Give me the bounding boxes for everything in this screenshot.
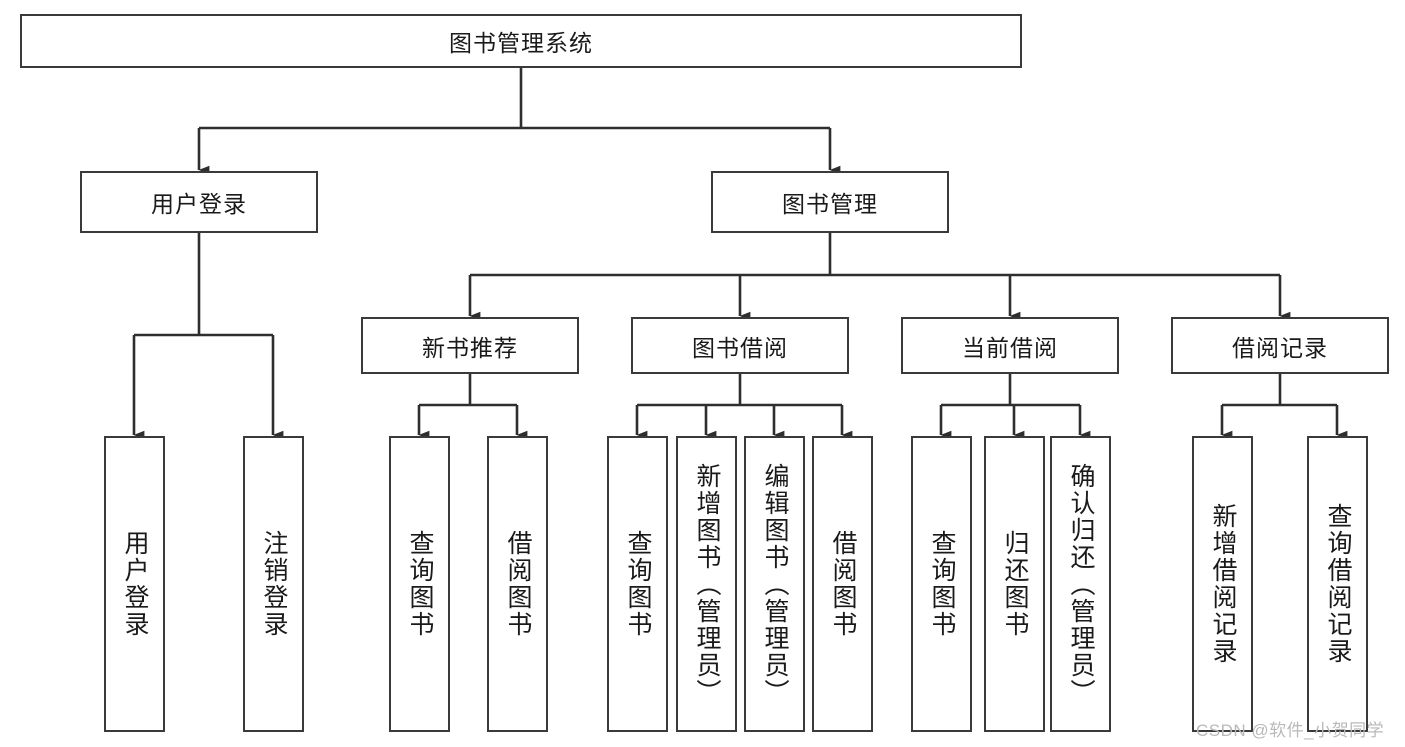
node-label: 新增借阅记录: [1209, 503, 1237, 665]
node-n-borrow[interactable]: 借阅图书: [487, 436, 548, 732]
node-b-edit[interactable]: 编辑图书（管理员）: [744, 436, 805, 732]
node-newbook[interactable]: 新书推荐: [361, 317, 579, 374]
node-c-return[interactable]: 归还图书: [984, 436, 1045, 732]
node-label: 注销登录: [260, 530, 288, 638]
node-label: 借阅图书: [504, 530, 532, 638]
node-label: 新增图书（管理员）: [693, 462, 721, 706]
node-records[interactable]: 借阅记录: [1171, 317, 1389, 374]
node-label: 新书推荐: [422, 334, 518, 361]
node-root[interactable]: 图书管理系统: [20, 14, 1022, 68]
node-label: 用户登录: [151, 191, 247, 217]
node-label: 归还图书: [1001, 530, 1029, 638]
node-bookmgmt[interactable]: 图书管理: [711, 171, 949, 233]
node-n-query[interactable]: 查询图书: [389, 436, 450, 732]
node-b-borrow[interactable]: 借阅图书: [812, 436, 873, 732]
node-r-query[interactable]: 查询借阅记录: [1307, 436, 1368, 732]
node-label: 图书管理: [782, 191, 878, 217]
node-label: 借阅记录: [1232, 334, 1328, 361]
node-label: 查询图书: [928, 530, 956, 638]
node-label: 查询图书: [406, 530, 434, 638]
node-l-login[interactable]: 用户登录: [104, 436, 165, 732]
node-c-query[interactable]: 查询图书: [911, 436, 972, 732]
node-label: 编辑图书（管理员）: [761, 462, 789, 706]
node-c-confirm[interactable]: 确认归还（管理员）: [1050, 436, 1111, 732]
node-label: 用户登录: [121, 530, 149, 638]
node-b-add[interactable]: 新增图书（管理员）: [676, 436, 737, 732]
node-r-add[interactable]: 新增借阅记录: [1192, 436, 1253, 732]
node-label: 确认归还（管理员）: [1067, 462, 1095, 706]
node-label: 图书借阅: [692, 334, 788, 361]
node-current[interactable]: 当前借阅: [901, 317, 1119, 374]
node-l-logout[interactable]: 注销登录: [243, 436, 304, 732]
node-label: 图书管理系统: [449, 30, 593, 56]
node-label: 查询图书: [624, 530, 652, 638]
node-label: 当前借阅: [962, 334, 1058, 361]
node-b-query[interactable]: 查询图书: [607, 436, 668, 732]
node-label: 查询借阅记录: [1324, 503, 1352, 665]
node-login[interactable]: 用户登录: [80, 171, 318, 233]
edge-paths: [132, 68, 1348, 440]
node-label: 借阅图书: [829, 530, 857, 638]
node-borrow[interactable]: 图书借阅: [631, 317, 849, 374]
